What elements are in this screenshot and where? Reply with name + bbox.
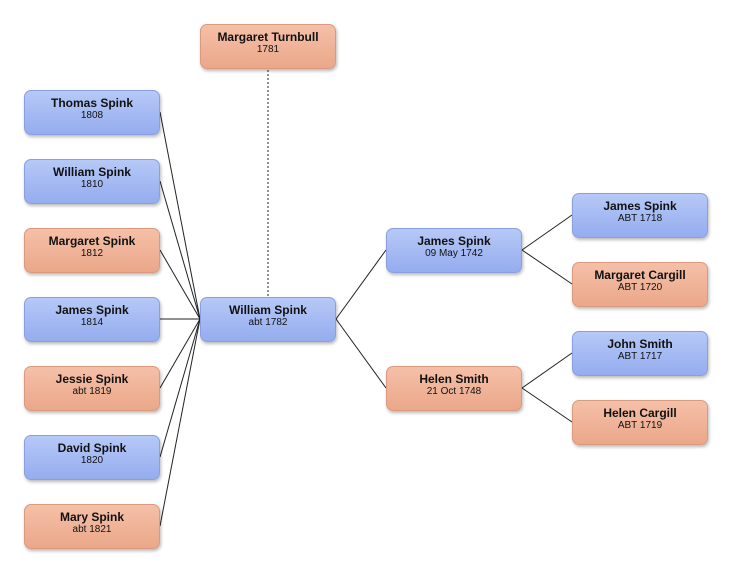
child-node[interactable]: Jessie Spink abt 1819: [24, 366, 160, 411]
person-name: Margaret Spink: [48, 234, 136, 248]
child-link-thomas: [159, 111, 201, 320]
person-name: Mary Spink: [59, 510, 125, 524]
person-date: 21 Oct 1748: [426, 386, 482, 397]
person-date: 1814: [80, 317, 104, 328]
spouse-node[interactable]: Margaret Turnbull 1781: [200, 24, 336, 69]
parent-link-mother: [335, 318, 387, 389]
person-name: Thomas Spink: [50, 96, 133, 110]
person-name: James Spink: [603, 199, 677, 213]
person-date: abt 1782: [248, 317, 288, 328]
person-name: David Spink: [57, 441, 127, 455]
person-name: Margaret Turnbull: [217, 30, 319, 44]
person-name: Helen Cargill: [603, 406, 677, 420]
person-name: Jessie Spink: [55, 372, 129, 386]
person-date: 09 May 1742: [425, 248, 483, 259]
child-node[interactable]: Thomas Spink 1808: [24, 90, 160, 135]
child-link-jessie: [159, 318, 201, 389]
parent-link-father: [335, 249, 387, 320]
paternal-grandfather-node[interactable]: James Spink ABT 1718: [572, 193, 708, 238]
person-date: ABT 1717: [617, 351, 663, 362]
person-date: 1781: [256, 44, 280, 55]
person-date: abt 1821: [72, 524, 112, 535]
focus-person-node[interactable]: William Spink abt 1782: [200, 297, 336, 342]
child-node[interactable]: William Spink 1810: [24, 159, 160, 204]
person-date: ABT 1719: [617, 420, 663, 431]
person-name: James Spink: [417, 234, 491, 248]
maternal-grandmother-node[interactable]: Helen Cargill ABT 1719: [572, 400, 708, 445]
person-date: 1820: [80, 455, 104, 466]
person-name: Helen Smith: [419, 372, 489, 386]
child-link-william: [159, 180, 201, 320]
person-date: 1812: [80, 248, 104, 259]
child-node[interactable]: James Spink 1814: [24, 297, 160, 342]
child-node[interactable]: David Spink 1820: [24, 435, 160, 480]
person-date: ABT 1718: [617, 213, 663, 224]
person-name: William Spink: [53, 165, 131, 179]
gp-link-pgm: [521, 249, 573, 285]
person-name: Margaret Cargill: [594, 268, 686, 282]
mother-node[interactable]: Helen Smith 21 Oct 1748: [386, 366, 522, 411]
child-link-margaret: [159, 249, 201, 320]
child-link-mary: [159, 318, 201, 527]
person-date: abt 1819: [72, 386, 112, 397]
gp-link-mgf: [521, 352, 573, 389]
person-name: James Spink: [55, 303, 129, 317]
child-link-david: [159, 318, 201, 458]
maternal-grandfather-node[interactable]: John Smith ABT 1717: [572, 331, 708, 376]
paternal-grandmother-node[interactable]: Margaret Cargill ABT 1720: [572, 262, 708, 307]
child-node[interactable]: Mary Spink abt 1821: [24, 504, 160, 549]
child-node[interactable]: Margaret Spink 1812: [24, 228, 160, 273]
person-date: 1808: [80, 110, 104, 121]
person-name: John Smith: [607, 337, 673, 351]
person-date: ABT 1720: [617, 282, 663, 293]
person-date: 1810: [80, 179, 104, 190]
person-name: William Spink: [229, 303, 307, 317]
gp-link-pgf: [521, 214, 573, 251]
gp-link-mgm: [521, 387, 573, 423]
father-node[interactable]: James Spink 09 May 1742: [386, 228, 522, 273]
